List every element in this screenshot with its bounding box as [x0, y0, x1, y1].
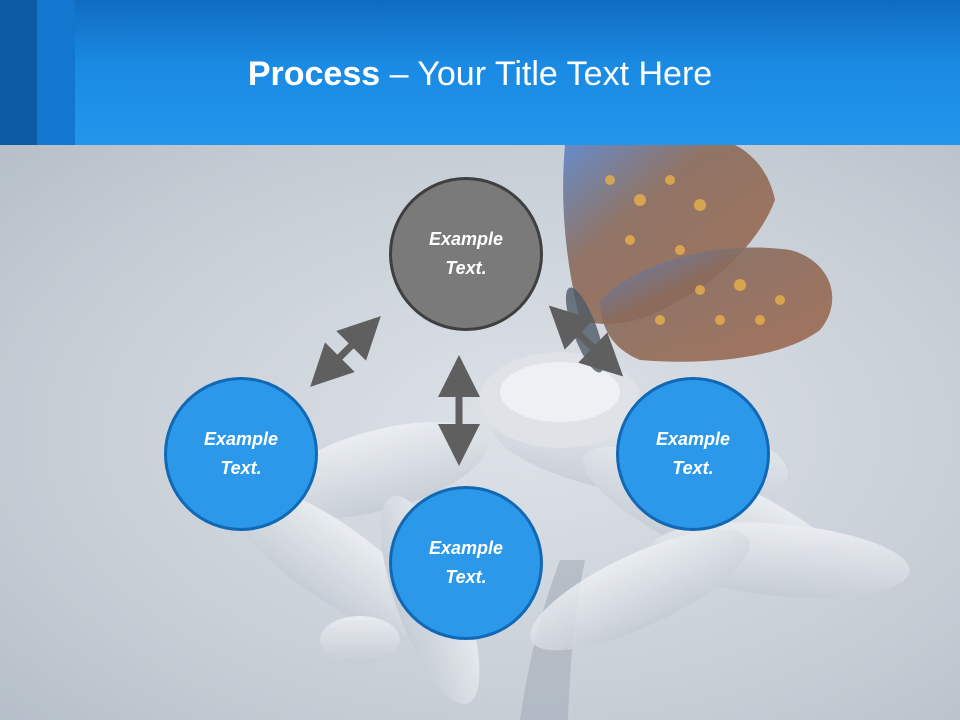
node-right-line2: Text. [672, 458, 714, 478]
node-center-line1: Example [428, 229, 504, 249]
node-left-line2: Text. [220, 458, 262, 478]
slide-title: Process – Your Title Text Here [0, 52, 960, 96]
slide-title-rest: – Your Title Text Here [380, 55, 713, 93]
slide-title-bold: Process [247, 55, 381, 93]
title-bar-accent-stripe [37, 0, 75, 145]
node-center-line2: Text. [445, 258, 487, 278]
node-right-line1: Example [655, 429, 731, 449]
node-left-line1: Example [203, 429, 279, 449]
title-bar-accent-stripe [0, 0, 37, 145]
node-bottom-line1: Example [428, 538, 504, 558]
node-bottom-line2: Text. [445, 567, 487, 587]
title-bar: Process – Your Title Text Here [0, 0, 960, 145]
